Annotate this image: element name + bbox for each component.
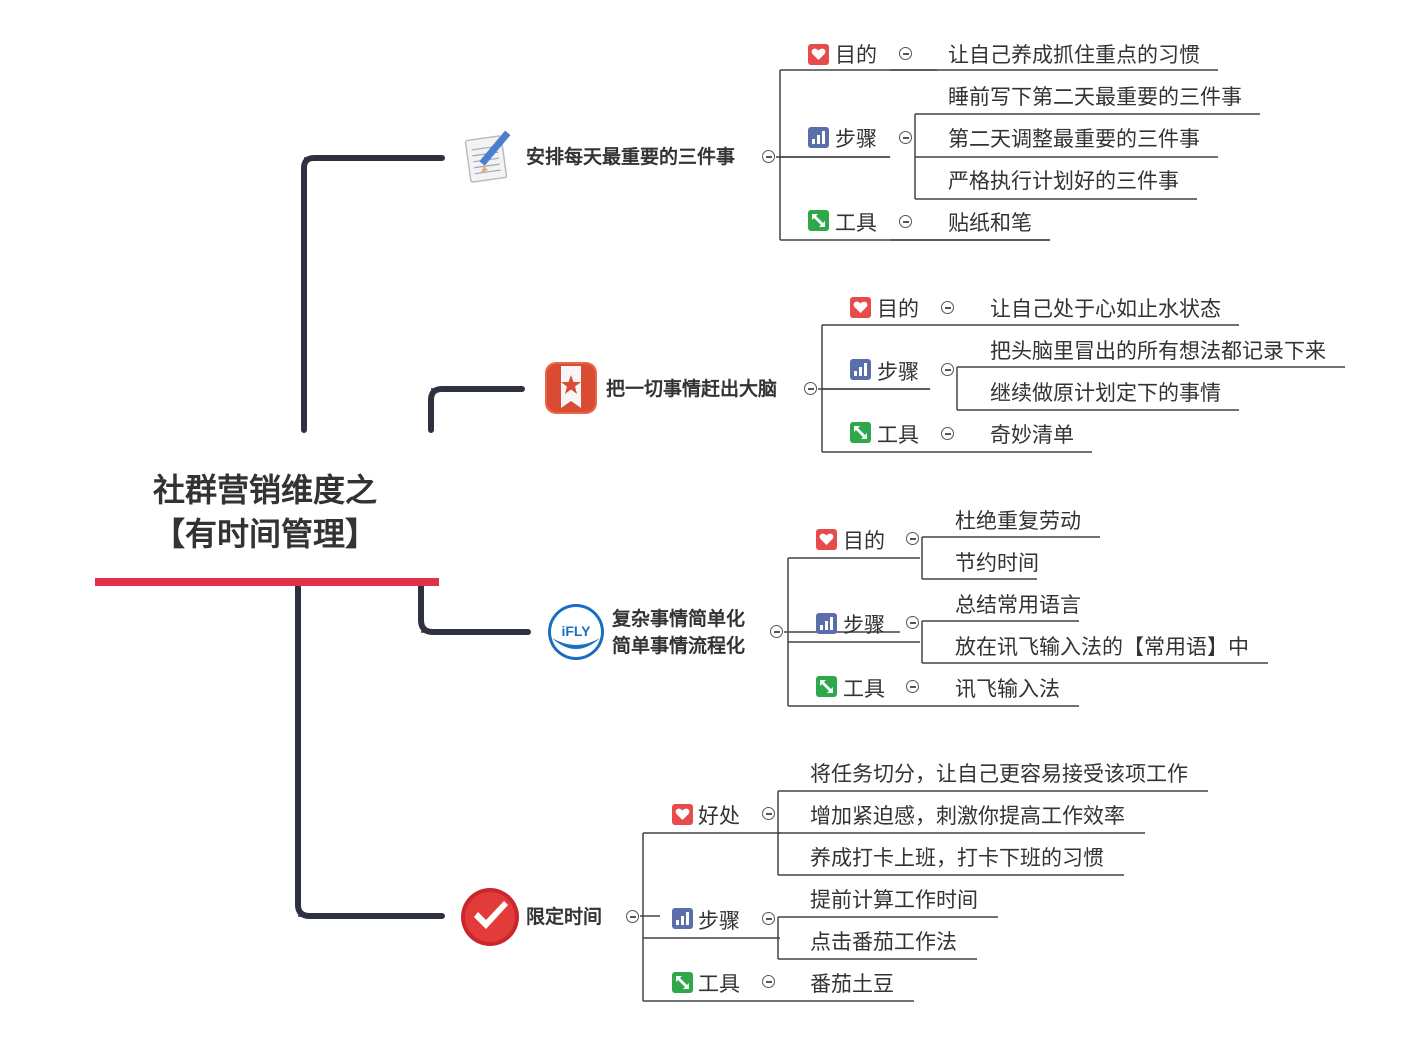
branch-2-title[interactable]: 把一切事情赶出大脑 bbox=[606, 378, 778, 400]
branch-1-steps-label[interactable]: 步骤 bbox=[835, 127, 877, 151]
central-topic[interactable]: 社群营销维度之 【有时间管理】 bbox=[100, 468, 430, 556]
tool-icon bbox=[672, 972, 693, 993]
tool-icon bbox=[816, 676, 837, 697]
branch-3-purpose-label[interactable]: 目的 bbox=[843, 529, 885, 553]
branch-4-steps-item-2[interactable]: 点击番茄工作法 bbox=[810, 930, 957, 954]
branch-3-steps-item-1[interactable]: 总结常用语言 bbox=[955, 593, 1081, 617]
collapse-toggle[interactable] bbox=[941, 301, 954, 314]
trunk-line-branch-1 bbox=[301, 155, 445, 433]
collapse-toggle[interactable] bbox=[941, 427, 954, 440]
heart-icon bbox=[808, 44, 829, 65]
chart-icon bbox=[850, 359, 871, 380]
branch-2-tool-item-1[interactable]: 奇妙清单 bbox=[990, 423, 1074, 447]
branch-2-tool-label[interactable]: 工具 bbox=[877, 423, 919, 447]
branch-4-benefit-item-1[interactable]: 将任务切分，让自己更容易接受该项工作 bbox=[810, 762, 1188, 786]
branch-3-steps-item-2[interactable]: 放在讯飞输入法的【常用语】中 bbox=[955, 635, 1249, 659]
trunk-line-branch-3 bbox=[418, 582, 531, 635]
tool-icon bbox=[850, 422, 871, 443]
red-checkmark-icon bbox=[460, 887, 520, 951]
chart-icon bbox=[672, 908, 693, 929]
branch-1-steps-item-3[interactable]: 严格执行计划好的三件事 bbox=[948, 169, 1179, 193]
branch-3-title-line-1[interactable]: 复杂事情简单化 bbox=[612, 608, 746, 630]
branch-2-steps-item-2[interactable]: 继续做原计划定下的事情 bbox=[990, 381, 1221, 405]
branch-1-title[interactable]: 安排每天最重要的三件事 bbox=[526, 146, 736, 168]
branch-3-tool-label[interactable]: 工具 bbox=[843, 677, 885, 701]
collapse-toggle[interactable] bbox=[899, 131, 912, 144]
notepad-icon bbox=[464, 130, 518, 188]
branch-1-tool-item-1[interactable]: 贴纸和笔 bbox=[948, 211, 1032, 235]
branch-4-benefit-item-3[interactable]: 养成打卡上班，打卡下班的习惯 bbox=[810, 846, 1104, 870]
collapse-toggle[interactable] bbox=[804, 382, 817, 395]
collapse-toggle[interactable] bbox=[906, 616, 919, 629]
branch-1-steps-item-2[interactable]: 第二天调整最重要的三件事 bbox=[948, 127, 1200, 151]
wunderlist-star-icon bbox=[544, 361, 598, 419]
collapse-toggle[interactable] bbox=[626, 910, 639, 923]
branch-4-tool-item-1[interactable]: 番茄土豆 bbox=[810, 972, 894, 996]
central-topic-line-2: 【有时间管理】 bbox=[152, 515, 377, 553]
ifly-logo-text: iFLY bbox=[561, 623, 591, 639]
branch-1-tool-label[interactable]: 工具 bbox=[835, 211, 877, 235]
branch-4-benefit-item-2[interactable]: 增加紧迫感，刺激你提高工作效率 bbox=[810, 804, 1125, 828]
collapse-toggle[interactable] bbox=[941, 363, 954, 376]
branch-2-steps-label[interactable]: 步骤 bbox=[877, 360, 919, 384]
collapse-toggle[interactable] bbox=[762, 807, 775, 820]
trunk-line-branch-2 bbox=[428, 386, 525, 433]
branch-3-purpose-item-2[interactable]: 节约时间 bbox=[955, 551, 1039, 575]
trunk-line-branch-4 bbox=[295, 582, 445, 919]
branch-1-purpose-label[interactable]: 目的 bbox=[835, 43, 877, 67]
branch-4-steps-label[interactable]: 步骤 bbox=[698, 909, 740, 933]
branch-2-purpose-item-1[interactable]: 让自己处于心如止水状态 bbox=[990, 297, 1221, 321]
branch-1-purpose-item-1[interactable]: 让自己养成抓住重点的习惯 bbox=[948, 43, 1200, 67]
branch-4-steps-item-1[interactable]: 提前计算工作时间 bbox=[810, 888, 978, 912]
branch-4-title[interactable]: 限定时间 bbox=[526, 906, 603, 928]
branch-4-tool-label[interactable]: 工具 bbox=[698, 972, 740, 996]
branch-1-steps-item-1[interactable]: 睡前写下第二天最重要的三件事 bbox=[948, 85, 1242, 109]
tool-icon bbox=[808, 210, 829, 231]
branch-3-steps-label[interactable]: 步骤 bbox=[843, 613, 885, 637]
chart-icon bbox=[808, 127, 829, 148]
collapse-toggle[interactable] bbox=[762, 912, 775, 925]
branch-2-purpose-label[interactable]: 目的 bbox=[877, 297, 919, 321]
heart-icon bbox=[672, 804, 693, 825]
heart-icon bbox=[850, 297, 871, 318]
collapse-toggle[interactable] bbox=[762, 150, 775, 163]
branch-3-title-line-2[interactable]: 简单事情流程化 bbox=[612, 635, 746, 657]
collapse-toggle[interactable] bbox=[899, 47, 912, 60]
collapse-toggle[interactable] bbox=[906, 680, 919, 693]
collapse-toggle[interactable] bbox=[906, 532, 919, 545]
heart-icon bbox=[816, 529, 837, 550]
branch-3-tool-item-1[interactable]: 讯飞输入法 bbox=[955, 677, 1060, 701]
branch-4-benefit-label[interactable]: 好处 bbox=[698, 804, 740, 828]
central-underline bbox=[95, 578, 439, 586]
chart-icon bbox=[816, 613, 837, 634]
ifly-icon: iFLY bbox=[546, 602, 606, 666]
central-topic-line-1: 社群营销维度之 bbox=[152, 471, 377, 509]
collapse-toggle[interactable] bbox=[762, 975, 775, 988]
branch-3-purpose-item-1[interactable]: 杜绝重复劳动 bbox=[955, 509, 1081, 533]
collapse-toggle[interactable] bbox=[770, 625, 783, 638]
collapse-toggle[interactable] bbox=[899, 215, 912, 228]
branch-2-steps-item-1[interactable]: 把头脑里冒出的所有想法都记录下来 bbox=[990, 339, 1326, 363]
